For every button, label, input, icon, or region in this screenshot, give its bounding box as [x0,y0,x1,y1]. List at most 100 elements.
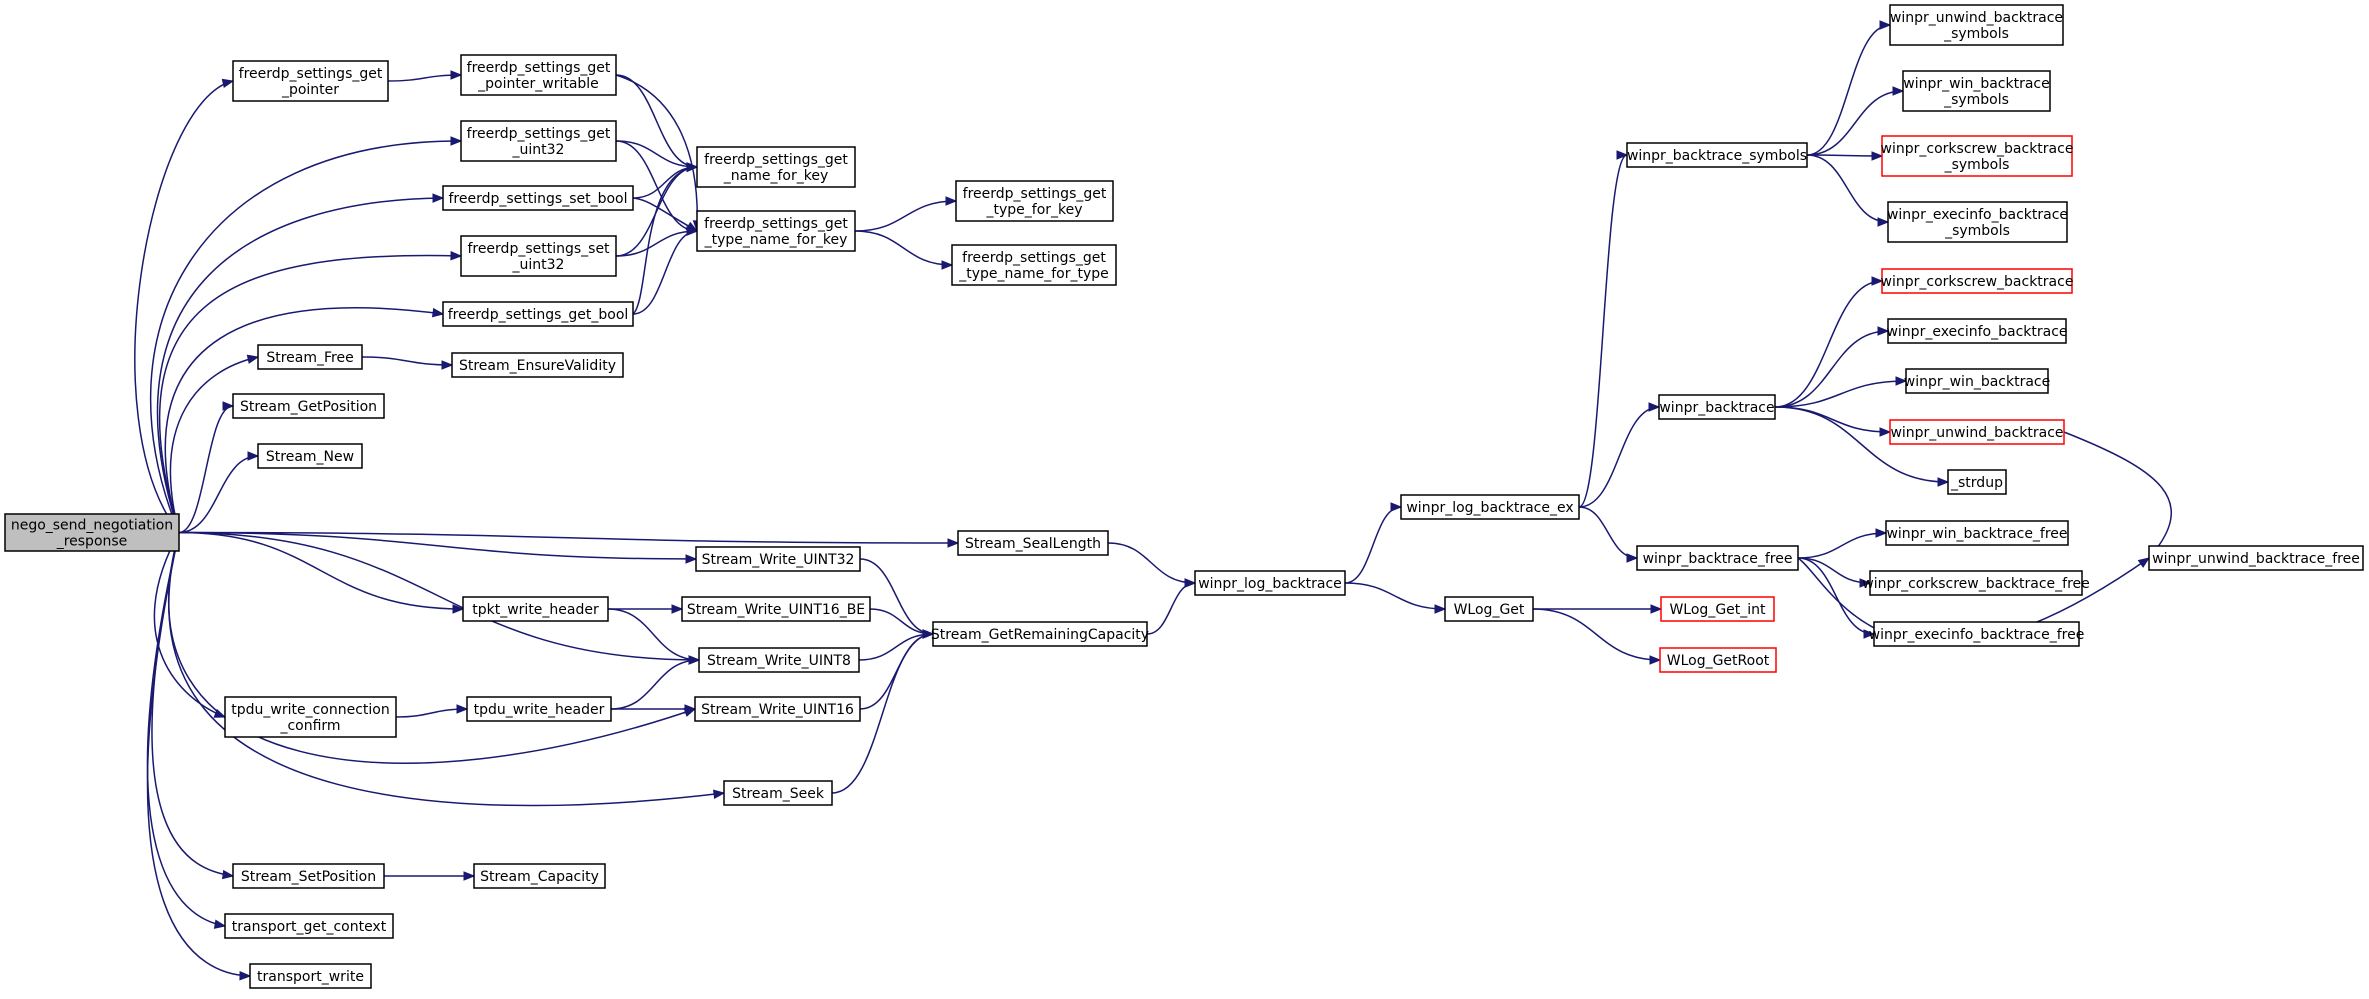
function-node-label: Stream_GetRemainingCapacity [931,627,1149,643]
function-node-winpr-backtrace-symbols[interactable]: winpr_backtrace_symbols [1626,142,1808,168]
call-edge-nego-to-sfree [169,354,260,533]
call-edge-fgb-to-fgnk [632,162,699,315]
call-edge-wbf-to-wcbf [1797,557,1872,588]
function-node-stream-getremainingcapacity[interactable]: Stream_GetRemainingCapacity [931,621,1149,647]
function-node-label: _type_name_for_key [704,232,848,248]
function-node-winpr-corkscrew-backtrace-free[interactable]: winpr_corkscrew_backtrace_free [1862,570,2090,596]
function-node-stream-seek[interactable]: Stream_Seek [723,780,833,806]
function-node-label: WLog_GetRoot [1667,653,1770,669]
function-node-winpr-execinfo-backtrace-symbols[interactable]: winpr_execinfo_backtrace_symbols [1887,201,2068,243]
function-node-winpr-win-backtrace-symbols[interactable]: winpr_win_backtrace_symbols [1902,70,2051,112]
function-node-freerdp-settings-get-uint32[interactable]: freerdp_settings_get_uint32 [460,120,617,162]
function-node-freerdp-settings-set-uint32[interactable]: freerdp_settings_set_uint32 [460,235,617,277]
function-node-winpr-log-backtrace[interactable]: winpr_log_backtrace [1194,570,1346,596]
function-node-stream-write-uint32[interactable]: Stream_Write_UINT32 [695,546,861,572]
function-node-freerdp-settings-get-pointer[interactable]: freerdp_settings_get_pointer [232,60,389,102]
function-node-winpr-unwind-backtrace-symbols[interactable]: winpr_unwind_backtrace_symbols [1889,4,2064,46]
function-node-label: _confirm [279,718,340,734]
call-edge-fgpw-to-fgnk [615,74,699,172]
function-node-stream-ensurevalidity[interactable]: Stream_EnsureValidity [451,352,624,378]
call-edge-nego-to-tw [146,532,252,981]
function-node-label: Stream_Write_UINT16_BE [687,602,865,618]
call-edge-tpdh-to-swu8 [610,655,701,710]
function-node-stream-getposition[interactable]: Stream_GetPosition [232,393,385,419]
function-node-freerdp-settings-get-type-for-key[interactable]: freerdp_settings_get_type_for_key [955,180,1114,222]
function-node-label: freerdp_settings_get [239,66,383,82]
function-node-winpr-corkscrew-backtrace-symbols[interactable]: winpr_corkscrew_backtrace_symbols [1881,135,2074,177]
function-node-tpdu-write-connection-confirm[interactable]: tpdu_write_connection_confirm [224,696,397,738]
function-node-label: winpr_execinfo_backtrace [1887,207,2068,223]
function-node-tpkt-write-header[interactable]: tpkt_write_header [462,596,609,622]
call-edge-swu8-to-sgrc [858,629,935,661]
function-node-label: _symbols [1944,157,2010,173]
function-node-stream-write-uint16-be[interactable]: Stream_Write_UINT16_BE [681,596,871,622]
call-nodes: nego_send_negotiation_response freerdp_se… [4,4,2364,989]
function-node-winpr-win-backtrace[interactable]: winpr_win_backtrace [1904,368,2050,394]
function-node-label: winpr_execinfo_backtrace [1886,324,2067,340]
function-node-winpr-backtrace-free[interactable]: winpr_backtrace_free [1636,545,1799,571]
call-edge-wbs-to-wubs [1806,20,1892,156]
call-edge-wbt-to-strdup [1774,406,1950,487]
call-edge-sspos-to-scap [383,871,476,881]
function-node-label: tpdu_write_connection [231,702,389,718]
function-node-transport-write[interactable]: transport_write [249,963,372,989]
function-node-freerdp-settings-get-name-for-key[interactable]: freerdp_settings_get_name_for_key [696,146,856,188]
function-node-nego-send-negotiation-response[interactable]: nego_send_negotiation_response [4,513,180,552]
call-edge-wbs-to-webs [1806,154,1890,227]
function-node-stream-setposition[interactable]: Stream_SetPosition [232,863,385,889]
call-edge-fgp-to-fgpw [387,70,463,82]
function-node-winpr-backtrace[interactable]: winpr_backtrace [1658,394,1776,420]
function-node-freerdp-settings-get-type-name-for-key[interactable]: freerdp_settings_get_type_name_for_key [696,210,856,252]
function-node-label: _response [56,534,128,550]
function-node--strdup[interactable]: _strdup [1947,469,2007,495]
function-node-winpr-win-backtrace-free[interactable]: winpr_win_backtrace_free [1885,520,2069,546]
function-node-freerdp-settings-get-pointer-writable[interactable]: freerdp_settings_get_pointer_writable [460,54,617,96]
function-node-winpr-log-backtrace-ex[interactable]: winpr_log_backtrace_ex [1400,494,1580,520]
function-node-label: _symbols [1943,26,2009,42]
function-node-freerdp-settings-get-bool[interactable]: freerdp_settings_get_bool [442,301,634,327]
function-node-label: transport_get_context [232,919,387,935]
function-node-stream-write-uint8[interactable]: Stream_Write_UINT8 [698,647,860,673]
call-edge-wbt-to-wwb [1774,376,1908,408]
function-node-label: Stream_Write_UINT16 [701,702,854,718]
function-node-label: _symbols [1944,223,2010,239]
call-edge-nego-to-fsu32 [158,250,463,533]
function-node-transport-get-context[interactable]: transport_get_context [224,913,394,939]
call-edge-swu32-to-sgrc [859,558,935,639]
call-edge-sseek-to-sgrc [831,629,935,794]
function-node-label: freerdp_settings_get [962,250,1106,266]
function-node-stream-seallength[interactable]: Stream_SealLength [957,530,1109,556]
call-edge-nego-to-sseek [168,532,726,807]
function-node-stream-new[interactable]: Stream_New [257,443,363,469]
function-node-label: _name_for_key [723,168,828,184]
function-node-winpr-execinfo-backtrace[interactable]: winpr_execinfo_backtrace [1886,318,2068,344]
function-node-label: freerdp_settings_get [704,152,848,168]
function-node-label: nego_send_negotiation [11,518,173,534]
function-node-label: freerdp_settings_get [704,216,848,232]
function-node-stream-free[interactable]: Stream_Free [257,344,363,370]
function-node-stream-write-uint16[interactable]: Stream_Write_UINT16 [694,696,861,722]
function-node-stream-capacity[interactable]: Stream_Capacity [473,863,606,889]
function-node-freerdp-settings-set-bool[interactable]: freerdp_settings_set_bool [442,185,634,211]
function-node-winpr-unwind-backtrace[interactable]: winpr_unwind_backtrace [1889,419,2065,445]
function-node-freerdp-settings-get-type-name-for-type[interactable]: freerdp_settings_get_type_name_for_type [951,244,1117,286]
call-edge-nego-to-swu8 [178,531,701,665]
call-edge-swu16-to-sgrc [859,629,935,710]
call-edge-wlb-to-wlget [1344,582,1447,614]
function-node-wlog-getroot[interactable]: WLog_GetRoot [1659,647,1777,673]
function-node-winpr-unwind-backtrace-free[interactable]: winpr_unwind_backtrace_free [2148,545,2364,571]
function-node-label: winpr_corkscrew_backtrace_free [1862,576,2090,592]
function-node-winpr-execinfo-backtrace-free[interactable]: winpr_execinfo_backtrace_free [1869,621,2085,647]
function-node-label: WLog_Get [1454,602,1525,618]
call-edge-wbf-to-webf [1797,557,1876,639]
function-node-tpdu-write-header[interactable]: tpdu_write_header [466,696,612,722]
call-edge-nego-to-swu32 [178,531,698,564]
function-node-label: Stream_Seek [732,786,825,802]
function-node-wlog-get-int[interactable]: WLog_Get_int [1660,596,1775,622]
call-edge-fgtnk-to-fgtnt [854,230,954,270]
function-node-wlog-get[interactable]: WLog_Get [1444,596,1534,622]
call-edge-wbs-to-wwbs [1806,86,1905,156]
function-node-winpr-corkscrew-backtrace[interactable]: winpr_corkscrew_backtrace [1881,268,2074,294]
function-node-label: _pointer_writable [477,76,599,92]
